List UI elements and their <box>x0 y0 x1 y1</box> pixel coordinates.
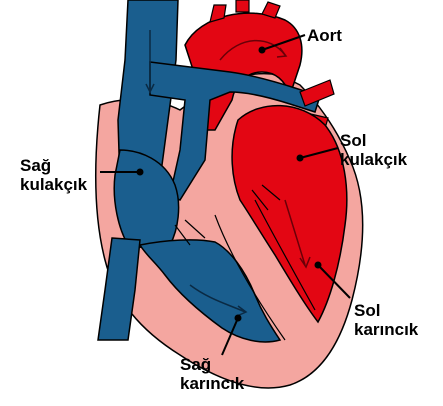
label-left-atrium-line2: kulakçık <box>340 150 407 169</box>
label-left-ventricle-line2: karıncık <box>354 320 418 339</box>
label-left-atrium: Sol kulakçık <box>340 131 407 169</box>
label-right-ventricle-line2: karıncık <box>180 374 244 393</box>
label-right-atrium-line1: Sağ <box>20 156 87 175</box>
label-left-ventricle: Sol karıncık <box>354 301 418 339</box>
label-right-ventricle-line1: Sağ <box>180 355 244 374</box>
label-left-ventricle-line1: Sol <box>354 301 418 320</box>
dot-right-atrium <box>137 169 144 176</box>
label-aorta: Aort <box>307 26 342 45</box>
dot-right-ventricle <box>235 315 242 322</box>
label-left-atrium-line1: Sol <box>340 131 407 150</box>
label-right-atrium-line2: kulakçık <box>20 175 87 194</box>
aorta-branch-2 <box>236 0 249 12</box>
label-right-ventricle: Sağ karıncık <box>180 355 244 393</box>
dot-left-ventricle <box>315 262 322 269</box>
label-right-atrium: Sağ kulakçık <box>20 156 87 194</box>
label-aorta-text: Aort <box>307 26 342 45</box>
dot-left-atrium <box>297 155 304 162</box>
dot-aorta <box>259 47 266 54</box>
